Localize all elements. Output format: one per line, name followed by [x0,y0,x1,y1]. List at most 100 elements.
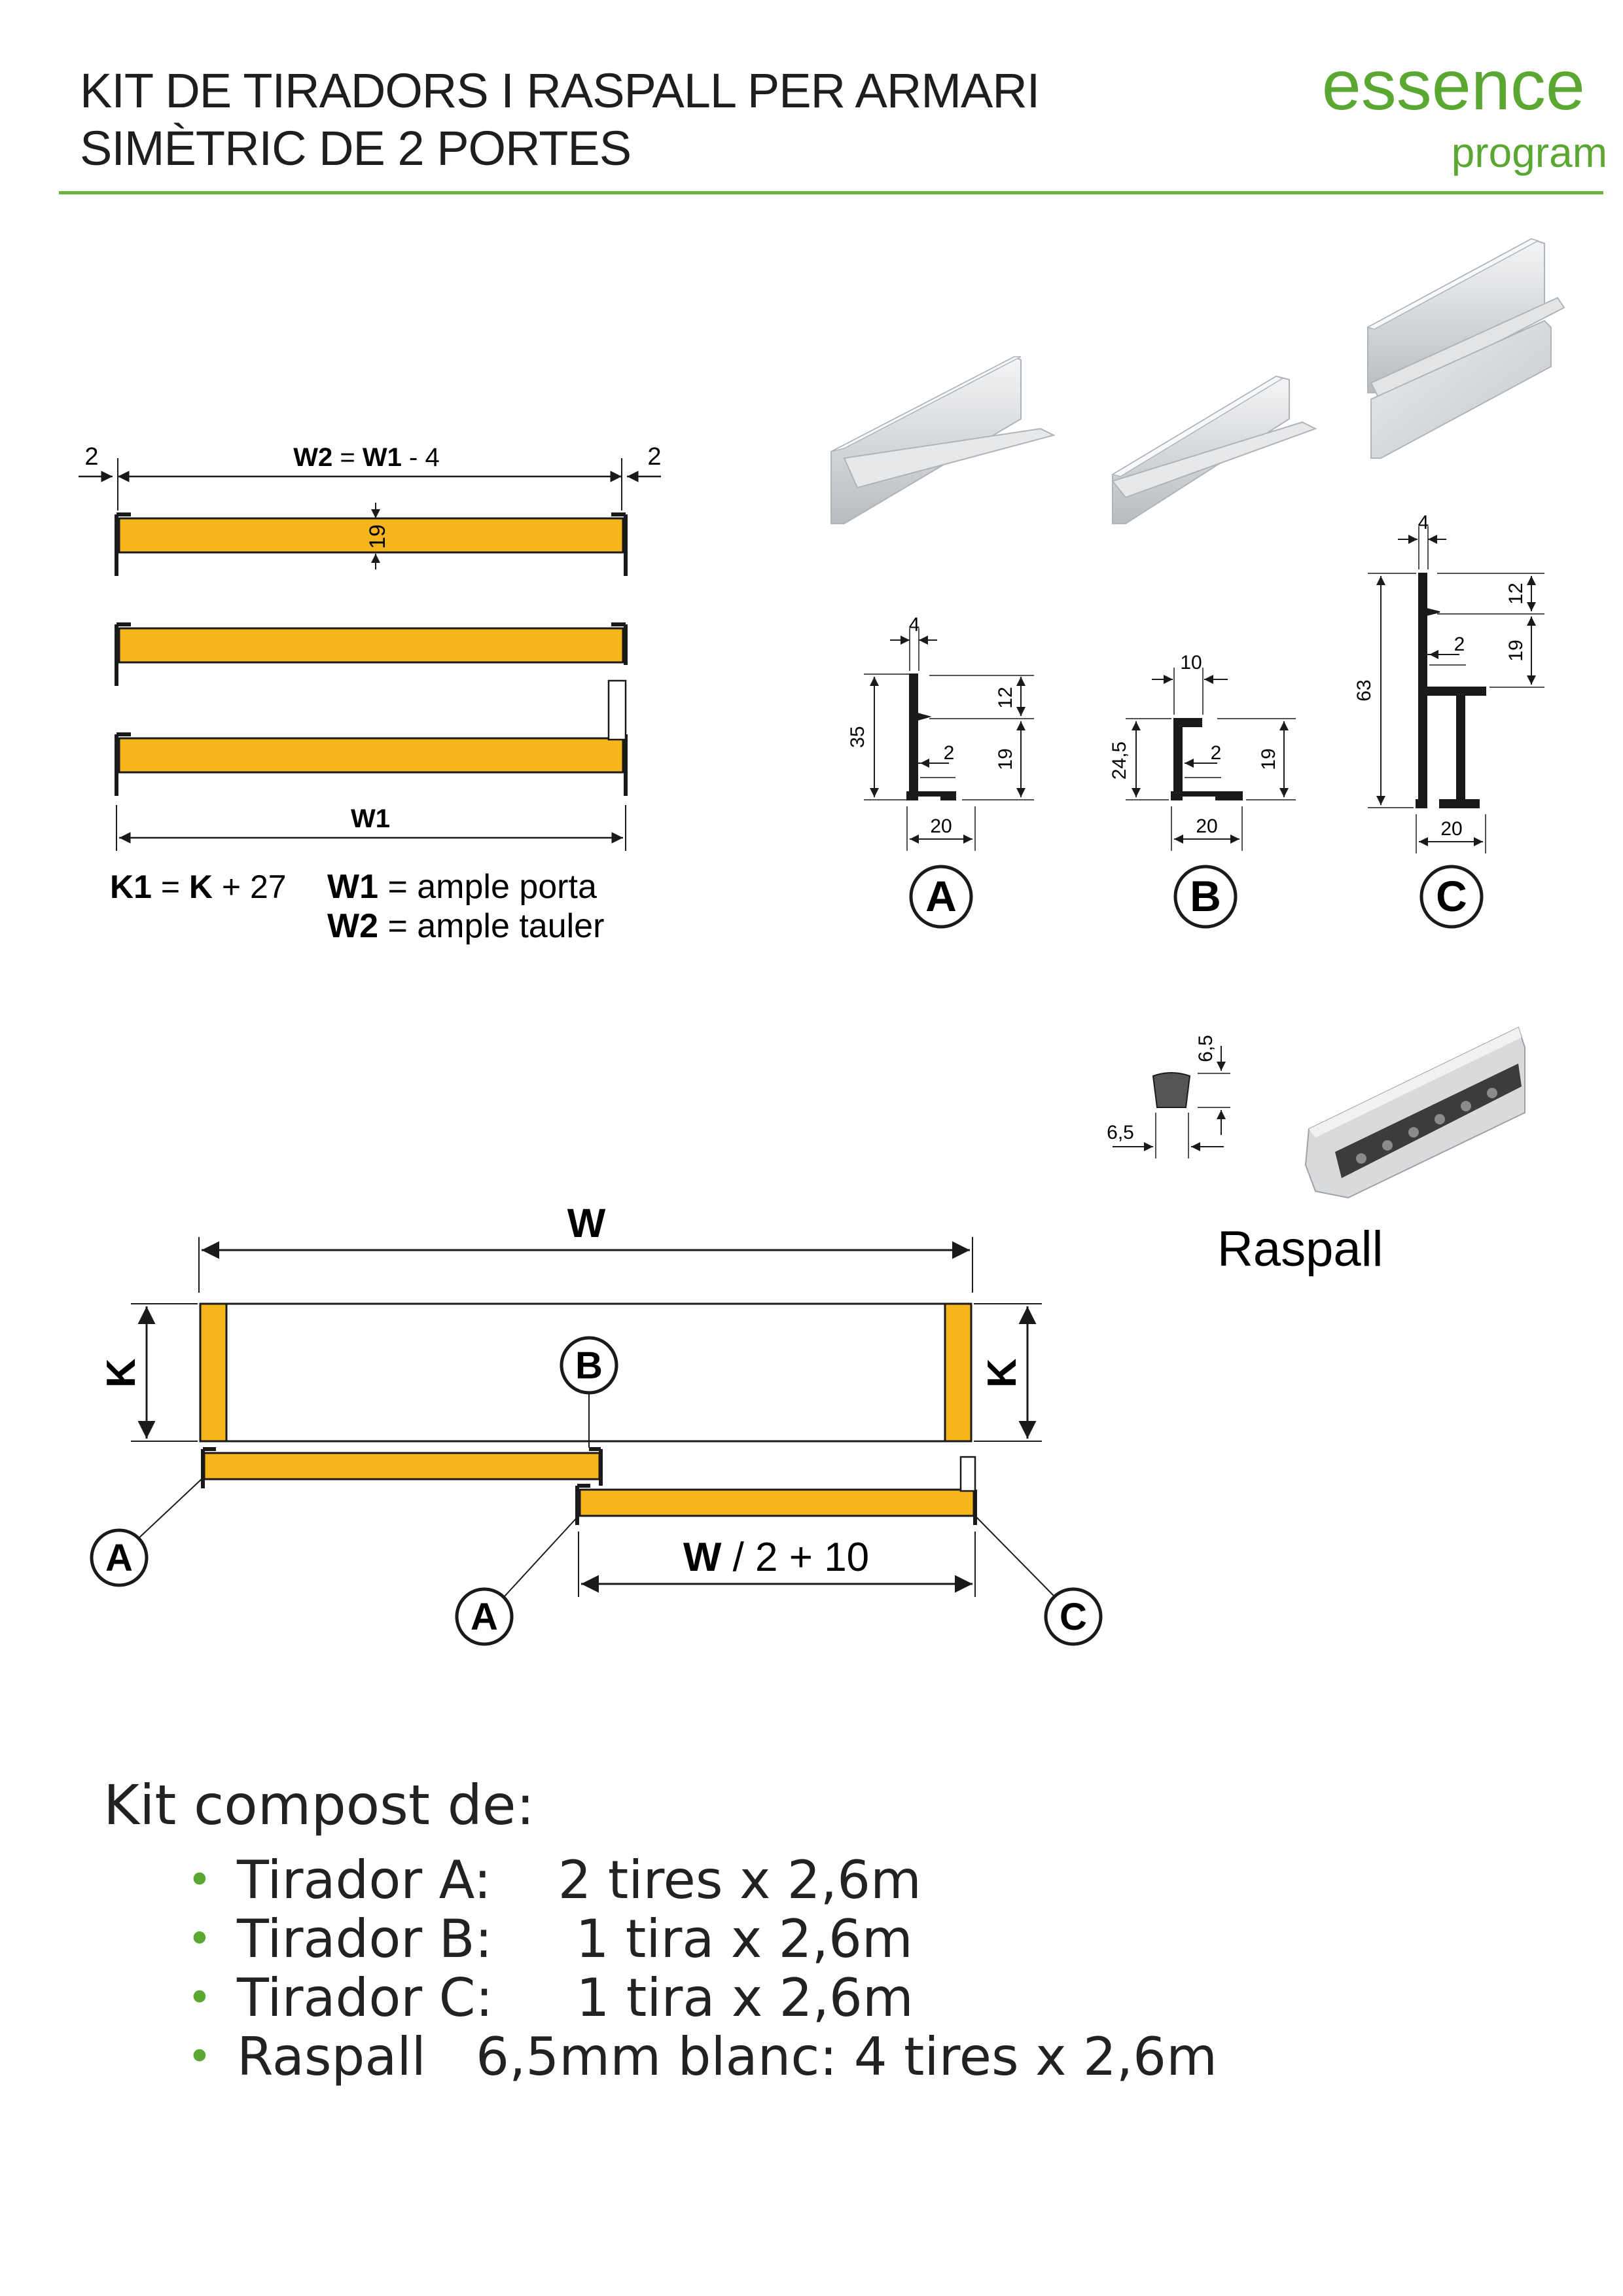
profile-a-label-circle [909,865,973,929]
formula-k1-d: + 27 [213,869,287,905]
cabinet-side-right [944,1302,972,1443]
profile-c-dim-top: 4 [1418,512,1429,533]
profile-b-dim-height: 24,5 [1109,742,1130,780]
page-title-line-1: KIT DE TIRADORS I RASPALL PER ARMARI [80,63,1040,118]
profile-a-render [830,355,1056,524]
kit-item: • Raspall 6,5mm blanc: 4 tires x 2,6m [185,2028,1217,2087]
kit-item-text: Raspall 6,5mm blanc: 4 tires x 2,6m [237,2026,1218,2087]
profile-c-section [1368,526,1544,853]
profile-a-dim-inner: 2 [944,742,955,764]
header-divider [59,191,1603,194]
dim-w2-b: W1 [363,443,402,472]
profile-b-label-circle [1173,865,1238,929]
callout-c-circle [1044,1587,1103,1646]
brush-render [1304,1026,1525,1199]
profile-c-dim-inner: 2 [1454,634,1465,655]
kit-item: • Tirador A: 2 tires x 2,6m [185,1851,1217,1910]
kit-item-text: Tirador B: 1 tira x 2,6m [237,1909,913,1969]
brush-dim-height: 6,5 [1195,1035,1217,1062]
door-panel-2 [118,627,624,664]
formula-w1-b: = ample porta [378,868,597,906]
profile-a-dim-height: 35 [847,726,868,747]
dim-side-left: 2 [84,443,98,471]
profile-b-label: B [1190,872,1221,920]
kit-item: • Tirador C: 1 tira x 2,6m [185,1969,1217,2028]
formula-k1: K1 = K + 27 [110,869,287,905]
kit-item-text: Tirador A: 2 tires x 2,6m [237,1850,921,1910]
top-door-diagram: 2 2 W2 = W1 - 4 19 W1 K1 = K + 27 W1 = a… [79,443,662,945]
dim-w2-c: - 4 [402,443,440,472]
profile-a-dim-upper: 12 [995,687,1016,708]
dim-w2-a: W2 [293,443,332,472]
brand-logo: essence [1321,45,1585,124]
door-panel-3 [118,737,624,774]
brush-dim-width: 6,5 [1107,1122,1134,1143]
dim-half-width: W / 2 + 10 [683,1535,869,1580]
profile-c-stub [607,679,627,741]
profile-b-render [1111,375,1317,524]
formula-k1-b: = [152,869,189,905]
formula-k1-a: K1 [110,869,152,905]
kit-items-list: • Tirador A: 2 tires x 2,6m • Tirador B: 1… [185,1851,1217,2087]
callout-b: B [575,1344,603,1387]
formula-w2-a: W2 [327,907,378,945]
brush-label: Raspall [1217,1221,1383,1277]
profile-ends-1 [115,512,628,576]
callout-b-circle [560,1336,618,1395]
kit-heading: Kit compost de: [103,1773,535,1837]
dim-w2-eq: = [332,443,363,472]
profile-a-dim-base: 20 [930,816,952,837]
profile-c-render [1366,238,1565,459]
bottom-wardrobe-diagram: W K K B A A C [90,1201,1103,1646]
dim-side-right: 2 [647,443,661,471]
profile-c-dim-base: 20 [1440,818,1462,840]
profile-ends-2 [115,622,628,686]
callout-a2-circle [455,1587,514,1646]
profile-b-dim-base: 20 [1196,816,1217,837]
profile-b-dim-lower: 19 [1258,748,1279,770]
bullet-icon: • [187,1856,212,1905]
cabinet-side-left [199,1302,228,1443]
bullet-icon: • [187,1974,212,2022]
dim-thickness: 19 [365,524,390,549]
kit-item: • Tirador B: 1 tira x 2,6m [185,1910,1217,1969]
dim-k-right: K [980,1358,1025,1388]
profile-c-label-circle [1419,865,1484,929]
door-right [579,1488,975,1517]
callout-c: C [1060,1596,1087,1638]
brand-logo-subtitle: program [1451,129,1607,176]
profile-ends-3 [115,732,628,796]
formula-w1-a: W1 [327,868,378,906]
dim-w1: W1 [351,804,390,833]
brush-section [1113,1046,1230,1158]
bullet-icon: • [187,1915,212,1964]
dim-w2-formula: W2 = W1 - 4 [293,443,439,472]
dim-w: W [567,1201,606,1246]
formula-w1: W1 = ample porta [327,868,597,906]
profile-a-section [864,628,1034,851]
callout-a1: A [105,1537,133,1579]
callout-a2: A [471,1596,498,1638]
profile-c-label: C [1436,872,1467,920]
profile-b-section [1126,668,1296,851]
formula-w2: W2 = ample tauler [327,907,604,945]
profile-a-label: A [925,872,957,920]
bullet-icon: • [187,2033,212,2081]
door-panel-1 [118,517,624,554]
profile-a-dim-lower: 19 [995,748,1016,770]
profile-a-dim-top: 4 [909,614,920,636]
formula-w2-b: = ample tauler [378,907,604,945]
kit-item-text: Tirador C: 1 tira x 2,6m [237,1967,914,2028]
profile-c-dim-lower: 19 [1505,639,1527,661]
page-title-line-2: SIMÈTRIC DE 2 PORTES [80,121,632,175]
dim-k-left: K [99,1358,144,1388]
callout-a1-circle [90,1528,149,1587]
door-left [203,1452,601,1480]
formula-k1-c: K [189,869,213,905]
profile-b-dim-top: 10 [1180,652,1202,673]
profile-b-dim-inner: 2 [1211,742,1222,764]
profile-c-dim-upper: 12 [1505,583,1527,604]
dim-half-a: W [683,1535,722,1580]
profile-c-dim-height: 63 [1353,679,1375,701]
